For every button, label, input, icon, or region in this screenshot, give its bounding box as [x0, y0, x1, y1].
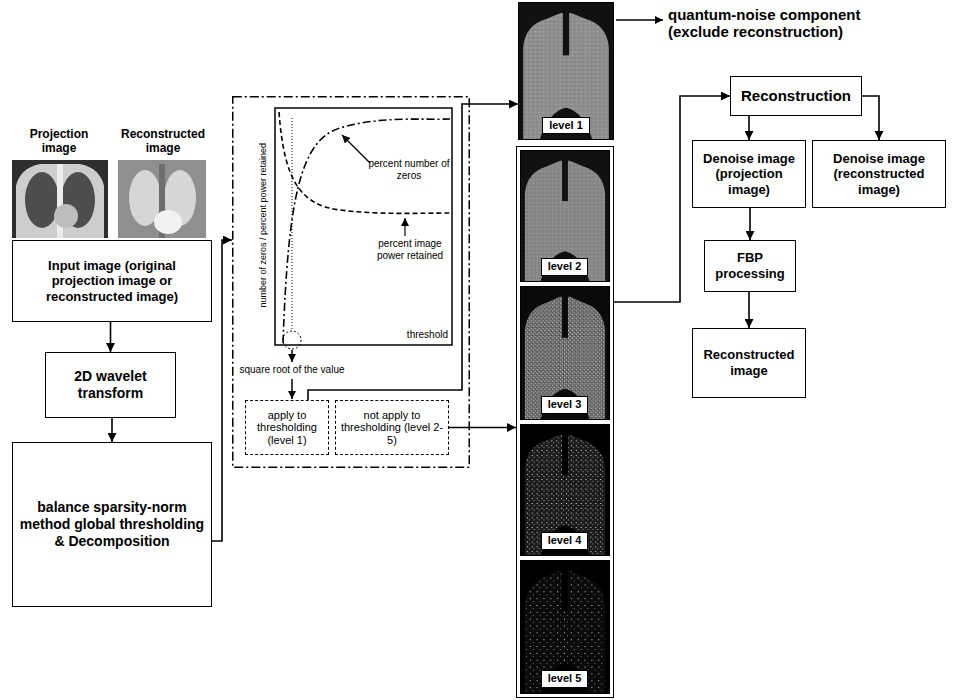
box-text: FBP processing: [710, 250, 790, 281]
box-text: balance sparsity-norm method global thre…: [18, 499, 206, 549]
process-box: FBP processing: [704, 240, 796, 292]
box-text: Reconstruction: [741, 87, 851, 105]
step-note: square root of the value: [232, 364, 352, 376]
flow-arrow: [748, 116, 750, 140]
reconstructed-photo: [118, 160, 206, 238]
process-box: Reconstruction: [730, 76, 862, 116]
box-text: Denoise image (projection image): [698, 151, 800, 198]
box-text: Input image (original projection image o…: [18, 258, 206, 305]
level-label: level 3: [541, 396, 589, 413]
box-text: apply to thresholding (level 1): [249, 409, 325, 447]
level-tile: level 4: [520, 424, 610, 556]
level-tile: level 1: [518, 2, 614, 140]
curve-label: percent number of zeros: [368, 158, 450, 181]
flow-arrow: [111, 418, 113, 442]
leader-arrow: [616, 19, 663, 21]
box-text: not apply to thresholding (level 2-5): [339, 409, 445, 447]
flow-arrow: [862, 96, 879, 140]
box-text: Reconstructed image: [698, 347, 800, 378]
dashed-box: apply to thresholding (level 1): [245, 400, 329, 455]
process-box: 2D wavelet transform: [45, 352, 176, 418]
image-caption: Projection image: [14, 128, 104, 156]
level-tile: level 3: [520, 286, 610, 420]
box-text: 2D wavelet transform: [51, 368, 170, 402]
input-box: Input image (original projection image o…: [12, 240, 212, 322]
level-tile: level 2: [520, 150, 610, 282]
level-label: level 1: [542, 117, 590, 134]
level-tile: level 5: [520, 560, 610, 694]
output-box: Reconstructed image: [692, 328, 806, 398]
axis-label: number of zeros / percent power retained: [258, 110, 268, 340]
box-text: Denoise image (reconstructed image): [818, 151, 940, 198]
level-images: [519, 3, 613, 693]
process-box: Denoise image (projection image): [692, 140, 806, 208]
dashed-box: not apply to thresholding (level 2-5): [335, 400, 449, 455]
noise-note: quantum-noise component (exclude reconst…: [668, 6, 898, 41]
level-label: level 2: [541, 258, 589, 275]
threshold-chart: [275, 108, 452, 399]
method-box: balance sparsity-norm method global thre…: [12, 442, 212, 607]
flow-arrow: [308, 104, 518, 400]
level-label: level 5: [541, 670, 589, 687]
image-caption: Reconstructed image: [114, 128, 212, 156]
curve-label: percent image power retained: [372, 238, 448, 261]
axis-label: threshold: [400, 329, 448, 341]
flow-arrow: [110, 322, 112, 352]
level-group: level 2 level 3 level 4 level 5: [516, 146, 614, 698]
flow-arrow: [748, 292, 750, 328]
flow-arrow: [449, 427, 516, 429]
flow-arrow: [212, 240, 232, 541]
projection-photo: [12, 160, 108, 238]
flow-arrow: [749, 208, 751, 240]
process-box: Denoise image (reconstructed image): [812, 140, 946, 208]
level-label: level 4: [541, 532, 589, 549]
